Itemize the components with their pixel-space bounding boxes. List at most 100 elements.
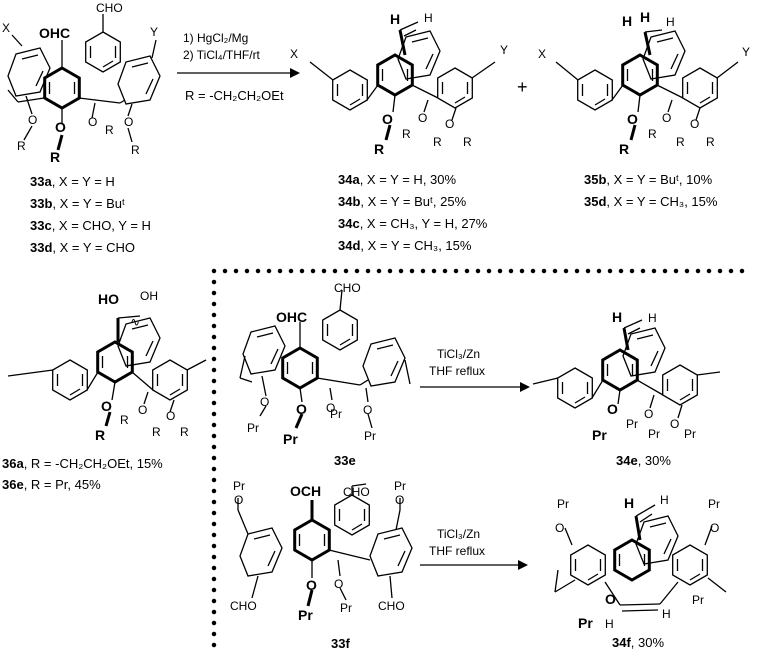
atom-pr: Pr — [692, 593, 704, 607]
atom-labels-33f: Pr O OCH CHO Pr O O Pr O Pr CHO CHO — [230, 479, 406, 623]
atom-ho: HO — [98, 291, 119, 307]
atom-pr: Pr — [330, 407, 342, 421]
atom-h: H — [666, 15, 675, 29]
atom-pr: Pr — [708, 497, 720, 511]
atom-labels-34: H H X Y O R R O R O R — [290, 11, 508, 157]
conditions-top-2: 2) TiCl₄/THF/rt — [183, 48, 261, 62]
atom-labels-34e: H H O Pr Pr O Pr O Pr — [592, 309, 696, 443]
arrow-f — [420, 560, 528, 570]
atom-o: O — [670, 417, 679, 431]
atom-r: R — [152, 425, 161, 439]
atom-pr: Pr — [233, 479, 245, 493]
atom-r: R — [17, 139, 26, 153]
atom-pr: Pr — [283, 431, 298, 447]
atom-o: O — [306, 577, 317, 593]
label-34e: 34e, 30% — [616, 453, 671, 468]
atom-o: O — [234, 493, 243, 507]
conditions-f-2: THF reflux — [429, 544, 485, 558]
arrow-top — [177, 68, 300, 78]
atom-o: O — [326, 401, 335, 415]
labels-33: 33a, X = Y = H 33b, X = Y = Buᵗ 33c, X =… — [30, 174, 151, 255]
molecule-36a-e — [7, 315, 207, 427]
atom-x: X — [2, 21, 10, 35]
label-33d: 33d, X = Y = CHO — [30, 240, 135, 255]
molecule-33e — [239, 289, 411, 429]
plus-sign: + — [517, 77, 528, 97]
atom-wavy: ∿ — [130, 315, 140, 329]
atom-pr: Pr — [578, 615, 593, 631]
atom-y: Y — [150, 25, 158, 39]
atom-r: R — [706, 135, 715, 149]
label-34d: 34d, X = Y = CH₃, 15% — [338, 238, 472, 253]
atom-pr: Pr — [247, 421, 259, 435]
atom-o: O — [260, 395, 269, 409]
atom-o: O — [166, 409, 175, 423]
label-33c: 33c, X = CHO, Y = H — [30, 218, 151, 233]
atom-o: O — [644, 407, 653, 421]
atom-ohc: OHC — [276, 309, 307, 325]
atom-x: X — [538, 47, 546, 61]
atom-o: O — [101, 398, 112, 414]
conditions-top-1: 1) HgCl₂/Mg — [183, 31, 248, 45]
labels-36: 36a, R = -CH₂CH₂OEt, 15% 36e, R = Pr, 45… — [2, 456, 163, 492]
label-34f: 34f, 30% — [612, 635, 664, 650]
label-34b: 34b, X = Y = Buᵗ, 25% — [338, 194, 467, 209]
atom-cho: CHO — [343, 485, 370, 499]
atom-o: O — [296, 401, 307, 417]
label-35b: 35b, X = Y = Buᵗ, 10% — [584, 172, 713, 187]
atom-r: R — [402, 127, 411, 141]
atom-oh: OH — [140, 289, 158, 303]
conditions-e-2: THF reflux — [429, 364, 485, 378]
atom-o: O — [382, 111, 393, 127]
atom-o: O — [124, 115, 133, 129]
label-36e: 36e, R = Pr, 45% — [2, 477, 101, 492]
atom-pr: Pr — [684, 427, 696, 441]
molecule-34a-d — [309, 21, 496, 141]
atom-h: H — [640, 9, 650, 25]
atom-r: R — [619, 141, 629, 157]
atom-r: R — [95, 427, 105, 443]
atom-r: R — [180, 425, 189, 439]
atom-pr: Pr — [298, 607, 313, 623]
label-33b: 33b, X = Y = Buᵗ — [30, 196, 125, 211]
atom-pr: Pr — [626, 417, 638, 431]
atom-r: R — [120, 413, 129, 427]
atom-labels-36: HO ∿ OH O R R O R O R — [95, 289, 189, 443]
atom-r: R — [648, 127, 657, 141]
atom-r: R — [676, 135, 685, 149]
atom-h: H — [605, 617, 614, 631]
atom-o: O — [710, 521, 719, 535]
atom-y: Y — [500, 43, 508, 57]
atom-o: O — [363, 403, 372, 417]
atom-labels-33: OHC CHO X Y O R O R O R O R — [2, 1, 158, 165]
arrow-e — [420, 382, 530, 392]
atom-o: O — [605, 591, 616, 607]
atom-cho: CHO — [334, 281, 361, 295]
atom-o: O — [627, 111, 638, 127]
atom-y: Y — [742, 45, 750, 59]
atom-h: H — [612, 309, 622, 325]
atom-o: O — [334, 577, 343, 591]
atom-pr: Pr — [364, 429, 376, 443]
atom-cho: CHO — [378, 599, 405, 613]
conditions-f-1: TiCl₃/Zn — [437, 527, 480, 541]
r-definition: R = -CH₂CH₂OEt — [185, 88, 284, 103]
atom-cho: CHO — [230, 599, 257, 613]
atom-pr: Pr — [648, 427, 660, 441]
atom-o: O — [555, 521, 564, 535]
atom-h: H — [622, 13, 632, 29]
atom-r: R — [131, 143, 140, 157]
atom-h: H — [424, 11, 433, 25]
atom-o: O — [395, 493, 404, 507]
atom-o: O — [662, 111, 671, 125]
molecule-35b-d — [555, 29, 739, 141]
atom-o: O — [418, 111, 427, 125]
atom-o: O — [690, 117, 699, 131]
atom-r: R — [374, 141, 384, 157]
atom-pr: Pr — [394, 479, 406, 493]
atom-r: R — [463, 135, 472, 149]
molecule-33f — [237, 483, 413, 607]
label-34a: 34a, X = Y = H, 30% — [338, 172, 457, 187]
label-36a: 36a, R = -CH₂CH₂OEt, 15% — [2, 456, 163, 471]
